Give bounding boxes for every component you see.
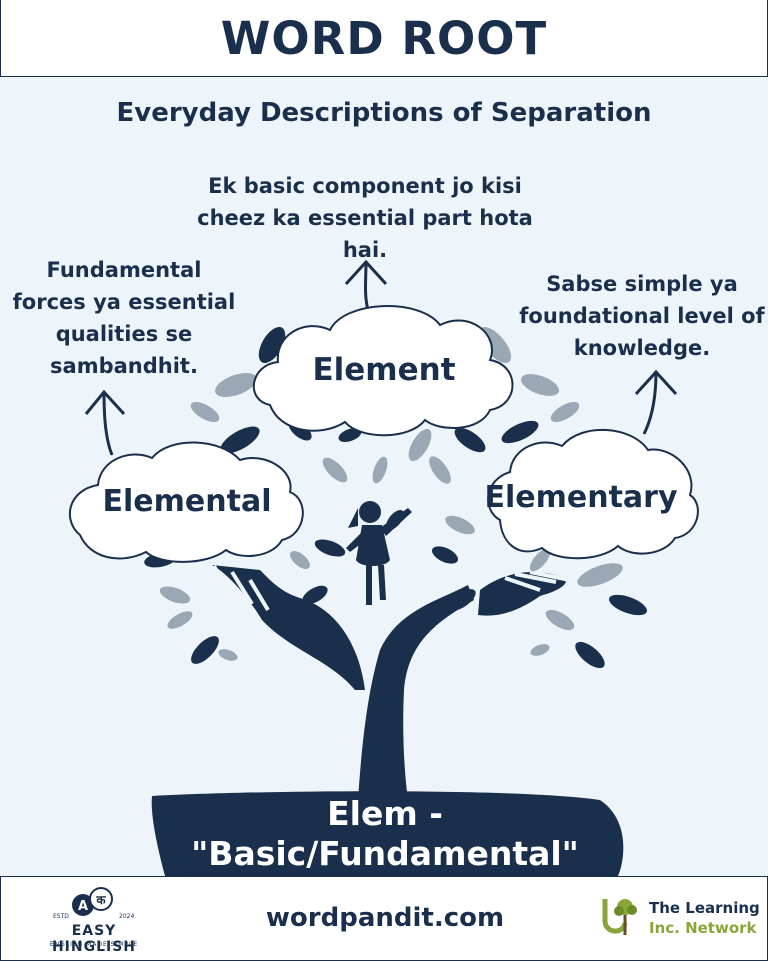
cloud-elemental bbox=[68, 441, 304, 563]
cloud-elementary bbox=[487, 428, 699, 560]
word-elemental: Elemental bbox=[102, 484, 272, 519]
root-definition: Elem - "Basic/Fundamental" bbox=[140, 794, 630, 874]
footer: A क ESTD 2024 EASY HINGLISH ENGLISH MADE… bbox=[0, 876, 768, 961]
open-hands-icon bbox=[212, 565, 571, 690]
elementary-description: Sabse simple ya foundational level of kn… bbox=[519, 272, 765, 360]
tree-trunk bbox=[358, 585, 474, 800]
root-word: Elem - bbox=[327, 794, 443, 833]
tree-icon bbox=[602, 899, 637, 935]
easy-hinglish-name: EASY HINGLISH bbox=[51, 923, 137, 955]
element-description: Ek basic component jo kisi cheez ka esse… bbox=[197, 174, 533, 262]
arrow-up-icon bbox=[84, 259, 678, 456]
site-link[interactable]: wordpandit.com bbox=[265, 903, 505, 933]
word-elementary: Elementary bbox=[484, 480, 678, 515]
logo-letter-a: A bbox=[78, 899, 88, 914]
easy-hinglish-logo: A क bbox=[72, 887, 113, 916]
estd-label: ESTD bbox=[53, 913, 69, 920]
child-figure-icon bbox=[346, 501, 412, 605]
page-title: WORD ROOT bbox=[220, 11, 548, 65]
elemental-description: Fundamental forces ya essential qualitie… bbox=[12, 258, 236, 378]
title-banner: WORD ROOT bbox=[0, 0, 768, 77]
subtitle: Everyday Descriptions of Separation bbox=[116, 98, 652, 128]
estd-year: 2024 bbox=[119, 913, 135, 920]
root-meaning: "Basic/Fundamental" bbox=[191, 834, 579, 873]
ground-mound bbox=[151, 791, 624, 876]
easy-hinglish-tagline: ENGLISH MADE SIMPLE bbox=[49, 941, 139, 948]
learning-network-line1: The Learning bbox=[649, 899, 760, 917]
word-element: Element bbox=[312, 352, 456, 388]
logo-letter-k: क bbox=[95, 893, 106, 907]
cloud-element bbox=[252, 305, 514, 437]
learning-network-line2: Inc. Network bbox=[649, 919, 757, 937]
